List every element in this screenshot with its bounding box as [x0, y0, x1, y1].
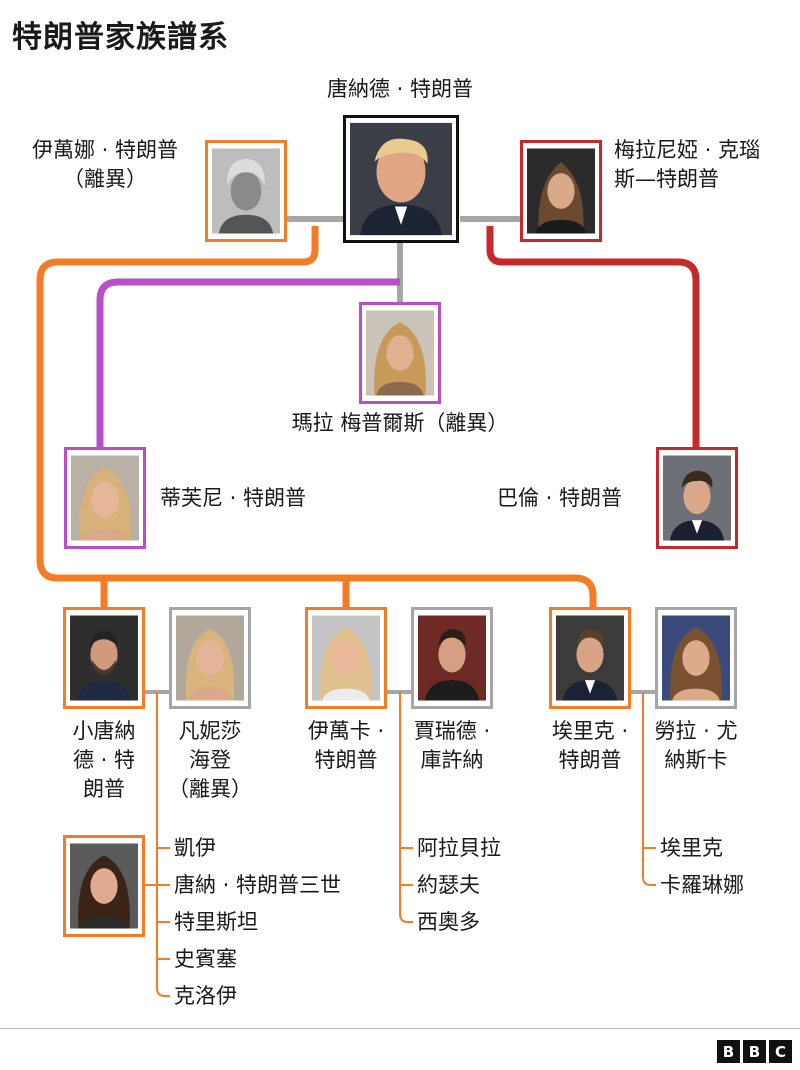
portrait-icon — [662, 614, 730, 702]
photo-donjr — [63, 607, 145, 709]
label-marla: 瑪拉 梅普爾斯（離異） — [291, 411, 509, 435]
photo-tiffany — [64, 447, 146, 549]
label-donjr: 小唐納 德 · 特 朗普 — [72, 719, 136, 801]
grandchild-donjr-2: 唐納 · 特朗普三世 — [174, 873, 342, 897]
photo-kai — [63, 835, 145, 937]
label-barron: 巴倫 · 特朗普 — [497, 486, 623, 510]
photo-jared — [411, 607, 493, 709]
portrait-icon — [556, 614, 624, 702]
portrait-icon — [70, 614, 138, 702]
line-grandchildren-donjr — [156, 692, 170, 997]
photo-donald — [343, 115, 459, 243]
grandchild-eric-2: 卡羅琳娜 — [660, 873, 744, 897]
portrait-icon — [527, 147, 595, 235]
line-marla-tiffany — [96, 278, 400, 447]
line-ivana-children — [36, 226, 597, 608]
page-title: 特朗普家族譜系 — [12, 20, 229, 55]
label-eric: 埃里克 · 特朗普 — [551, 719, 629, 772]
grandchild-donjr-3: 特里斯坦 — [174, 910, 258, 934]
photo-ivana — [205, 140, 287, 242]
photo-ivanka — [305, 607, 387, 709]
bbc-logo-b1: B — [717, 1040, 740, 1063]
grandchild-ivanka-2: 約瑟夫 — [417, 873, 480, 897]
bbc-logo-b2: B — [743, 1040, 766, 1063]
label-ivana: 伊萬娜 · 特朗普 （離異） — [31, 138, 179, 191]
portrait-icon — [312, 614, 380, 702]
label-lara: 勞拉 · 尤 納斯卡 — [654, 719, 738, 772]
label-donald: 唐納德 · 特朗普 — [326, 77, 474, 101]
grandchild-donjr-4: 史賓塞 — [174, 947, 237, 971]
grandchild-ivanka-1: 阿拉貝拉 — [417, 836, 501, 860]
label-ivanka: 伊萬卡 · 特朗普 — [307, 719, 385, 772]
label-vanessa: 凡妮莎 海登 （離異） — [168, 719, 252, 801]
photo-marla — [359, 302, 441, 404]
portrait-icon — [71, 454, 139, 542]
label-tiffany: 蒂芙尼 · 特朗普 — [160, 486, 307, 510]
portrait-icon — [663, 454, 731, 542]
portrait-icon — [212, 147, 280, 235]
grandchild-eric-1: 埃里克 — [660, 836, 723, 860]
line-melania-barron — [486, 226, 700, 447]
photo-lara — [655, 607, 737, 709]
grandchild-donjr-1: 凱伊 — [174, 836, 216, 860]
portrait-icon — [176, 614, 244, 702]
portrait-icon — [70, 842, 138, 930]
portrait-icon — [366, 309, 434, 397]
footer-divider — [0, 1028, 800, 1029]
line-grandchildren-eric — [642, 692, 656, 886]
portrait-icon — [418, 614, 486, 702]
photo-eric — [549, 607, 631, 709]
photo-melania — [520, 140, 602, 242]
grandchild-ivanka-3: 西奧多 — [417, 910, 480, 934]
line-grandchildren-ivanka — [399, 692, 413, 923]
portrait-icon — [350, 122, 452, 236]
label-jared: 賈瑞德 · 庫許納 — [413, 719, 491, 772]
bbc-logo-c: C — [769, 1040, 792, 1063]
grandchild-donjr-5: 克洛伊 — [174, 984, 237, 1008]
bbc-logo: B B C — [717, 1040, 792, 1063]
photo-barron — [656, 447, 738, 549]
label-melania: 梅拉尼婭 · 克瑙 斯—特朗普 — [614, 138, 761, 191]
photo-vanessa — [169, 607, 251, 709]
